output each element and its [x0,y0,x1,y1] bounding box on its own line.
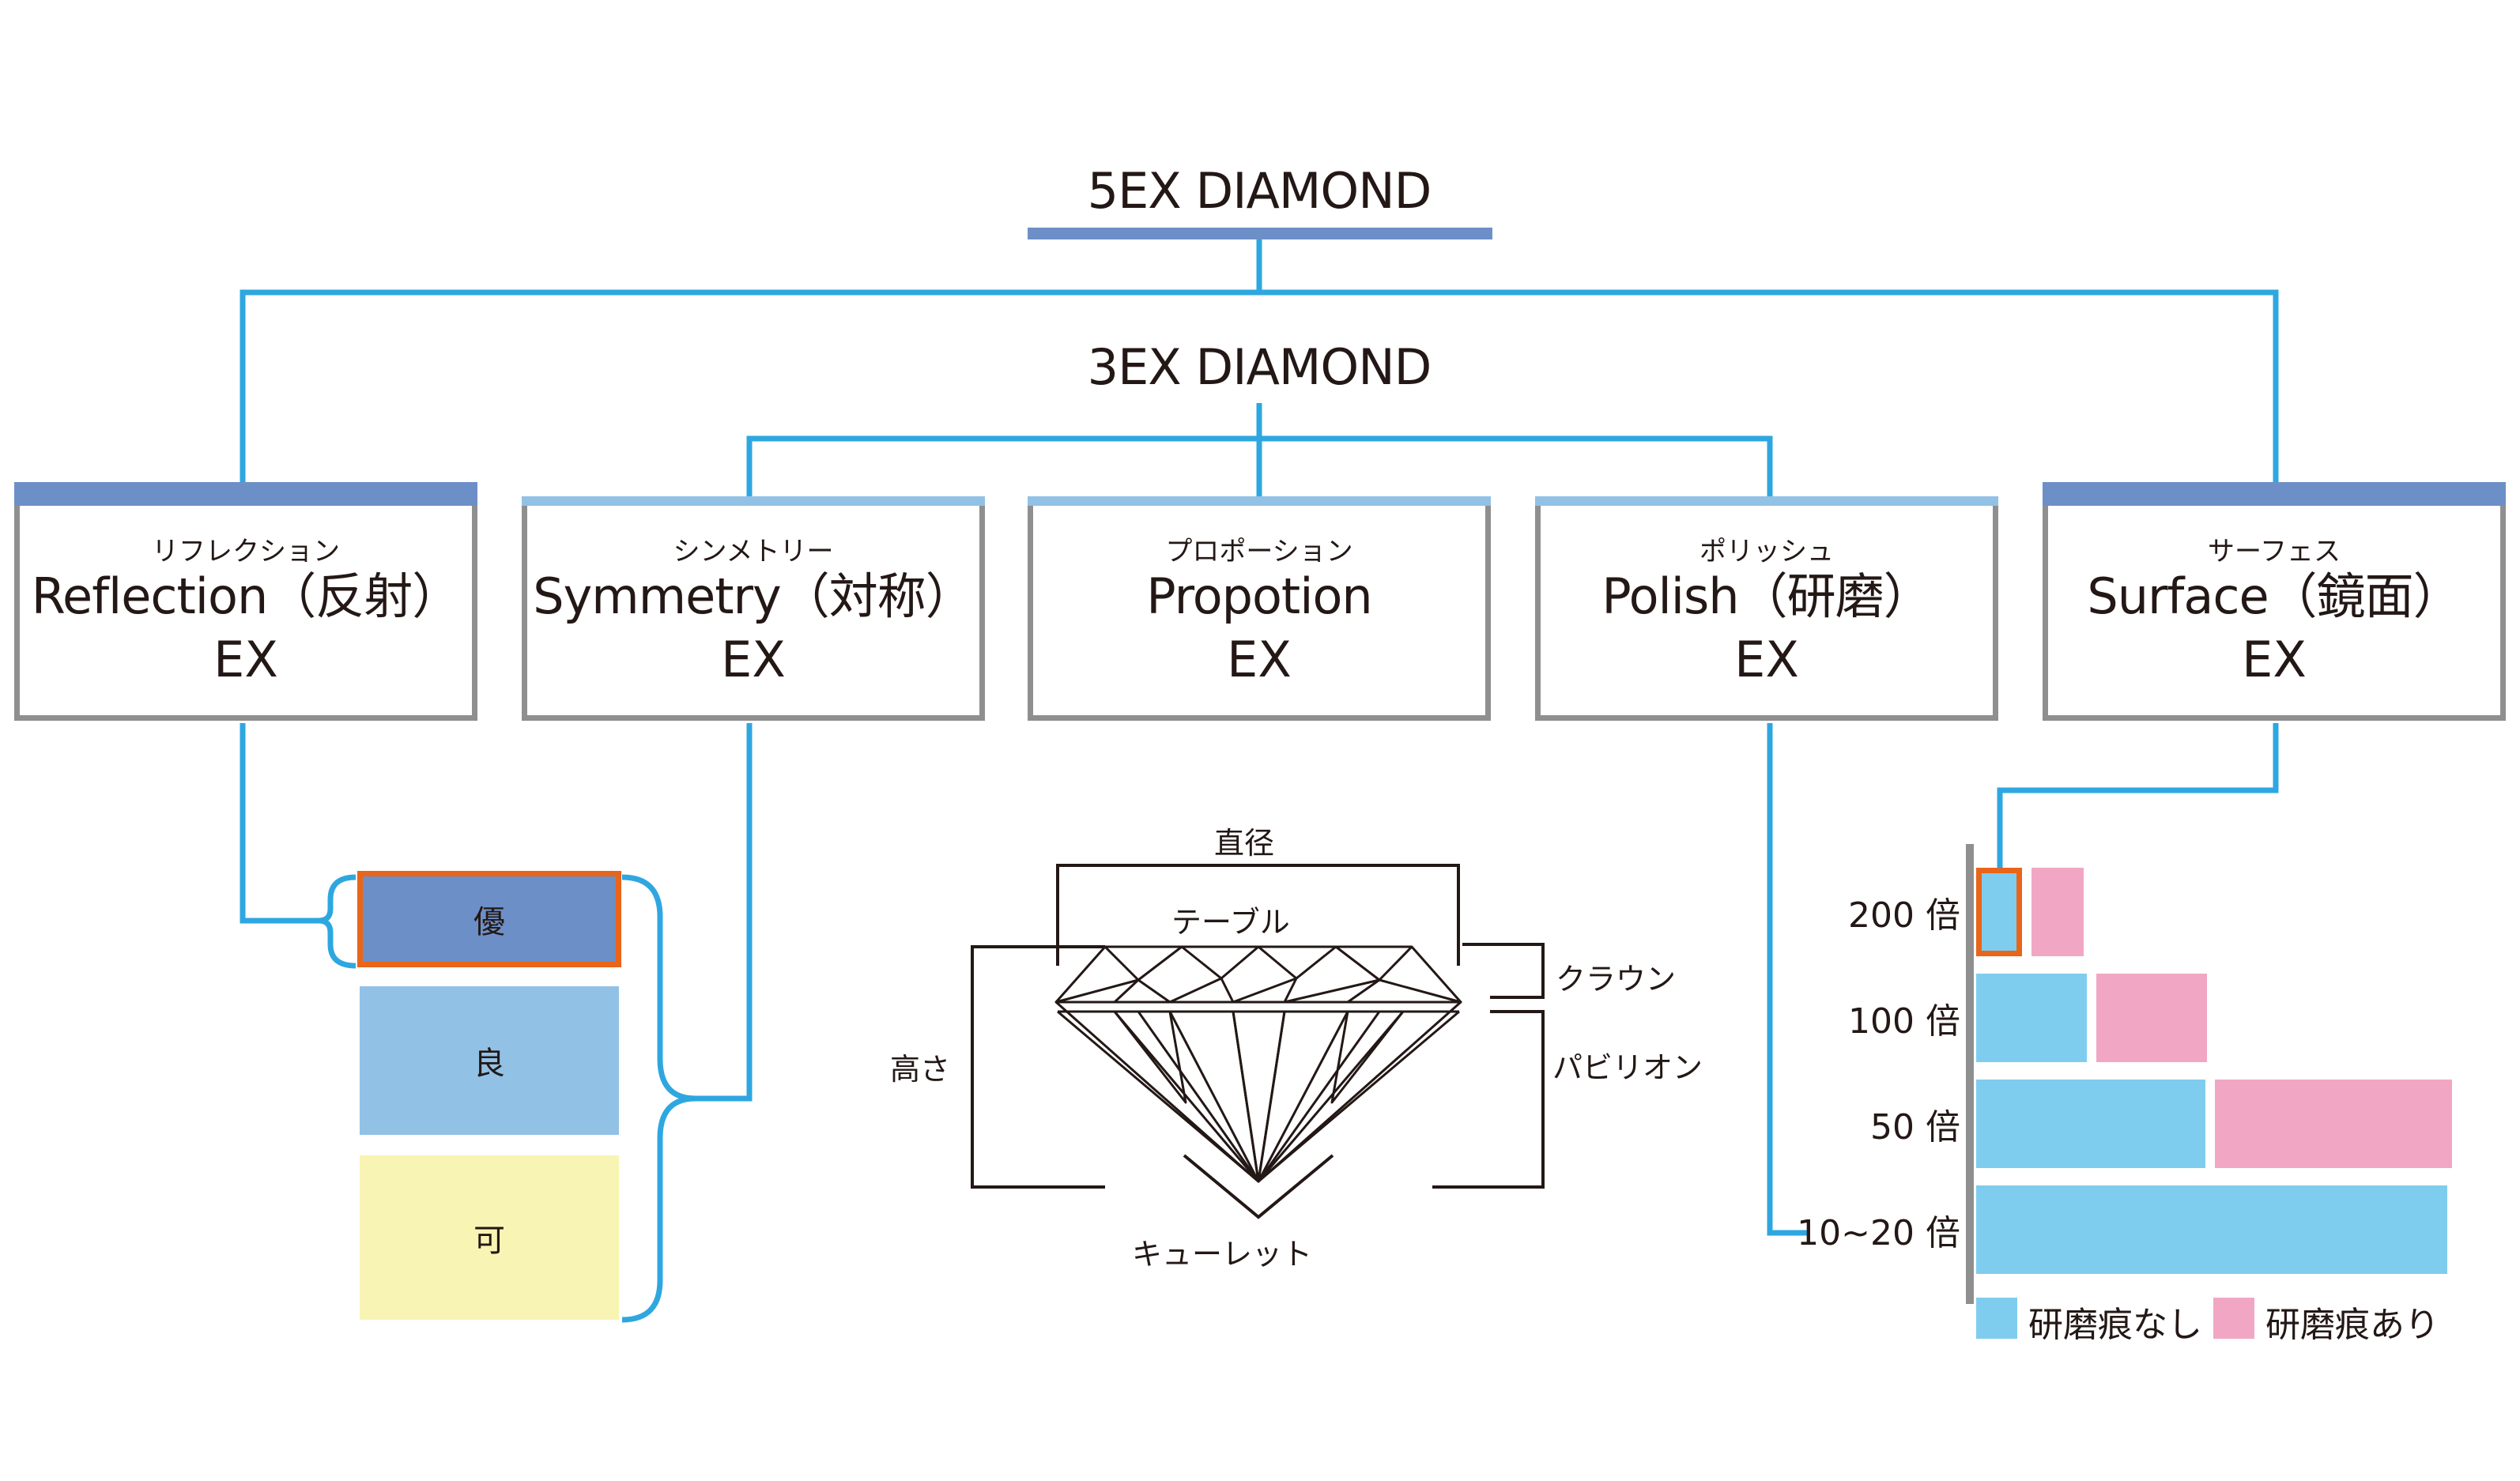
mid-title: 3EX DIAMOND [1087,338,1432,396]
legend-swatch-marks [2213,1298,2254,1339]
category-ruby: プロポーション [1165,536,1353,567]
category-grade: EX [1227,631,1292,688]
magnification-label-50: 50 倍 [1870,1107,1960,1147]
top-title-bar [1028,228,1492,239]
category-name: Reflection（反射） [31,567,462,625]
category-card-surface: サーフェス Surface（鏡面） EX [2043,506,2506,721]
top-title: 5EX DIAMOND [1087,162,1432,220]
category-name: Polish（研磨） [1601,567,1932,625]
category-name: Surface（鏡面） [2087,567,2462,625]
category-ruby: サーフェス [2208,536,2341,567]
category-ruby: ポリッシュ [1699,536,1834,567]
bar-200-marks [2031,868,2084,956]
category-ruby: シンメトリー [673,536,834,567]
bar-50-marks [2215,1080,2452,1168]
category-card-proportion: プロポーション Propotion EX [1028,506,1491,721]
polish-header-bar [1535,496,1998,506]
category-grade: EX [2242,631,2307,688]
grade-fair: 可 [360,1155,619,1320]
surface-header-bar [2043,482,2506,506]
reflection-header-bar [14,482,477,506]
proportion-header-bar [1028,496,1491,506]
label-height: 高さ [890,1052,951,1087]
legend-marks: 研磨痕あり [2265,1305,2439,1345]
category-grade: EX [721,631,786,688]
label-culet: キューレット [1132,1237,1313,1272]
grade-excellent: 優 [357,871,621,967]
category-grade: EX [1734,631,1799,688]
diamond-gem-icon [1054,945,1462,1183]
bar-10-20-no-marks [1976,1185,2447,1274]
category-card-polish: ポリッシュ Polish（研磨） EX [1535,506,1998,721]
category-name: Symmetry（対称） [533,567,974,625]
category-card-symmetry: シンメトリー Symmetry（対称） EX [522,506,985,721]
label-table: テーブル [1171,905,1290,940]
category-ruby: リフレクション [152,536,340,567]
category-card-reflection: リフレクション Reflection（反射） EX [14,506,477,721]
legend-no-marks: 研磨痕なし [2028,1305,2202,1345]
magnification-label-100: 100 倍 [1848,1001,1960,1042]
magnification-label-10-20: 10~20 倍 [1797,1213,1960,1253]
bar-50-no-marks [1976,1080,2205,1168]
bar-100-no-marks [1976,974,2087,1062]
category-grade: EX [213,631,278,688]
label-crown: クラウン [1556,962,1677,997]
bar-100-marks [2096,974,2207,1062]
category-name: Propotion [1146,567,1372,625]
symmetry-header-bar [522,496,985,506]
grade-good: 良 [360,986,619,1135]
label-pavilion: パビリオン [1552,1050,1703,1085]
magnification-label-200: 200 倍 [1848,895,1960,936]
legend-swatch-no-marks [1976,1298,2017,1339]
label-diameter: 直径 [1214,826,1275,861]
bar-200-no-marks [1976,868,2022,956]
